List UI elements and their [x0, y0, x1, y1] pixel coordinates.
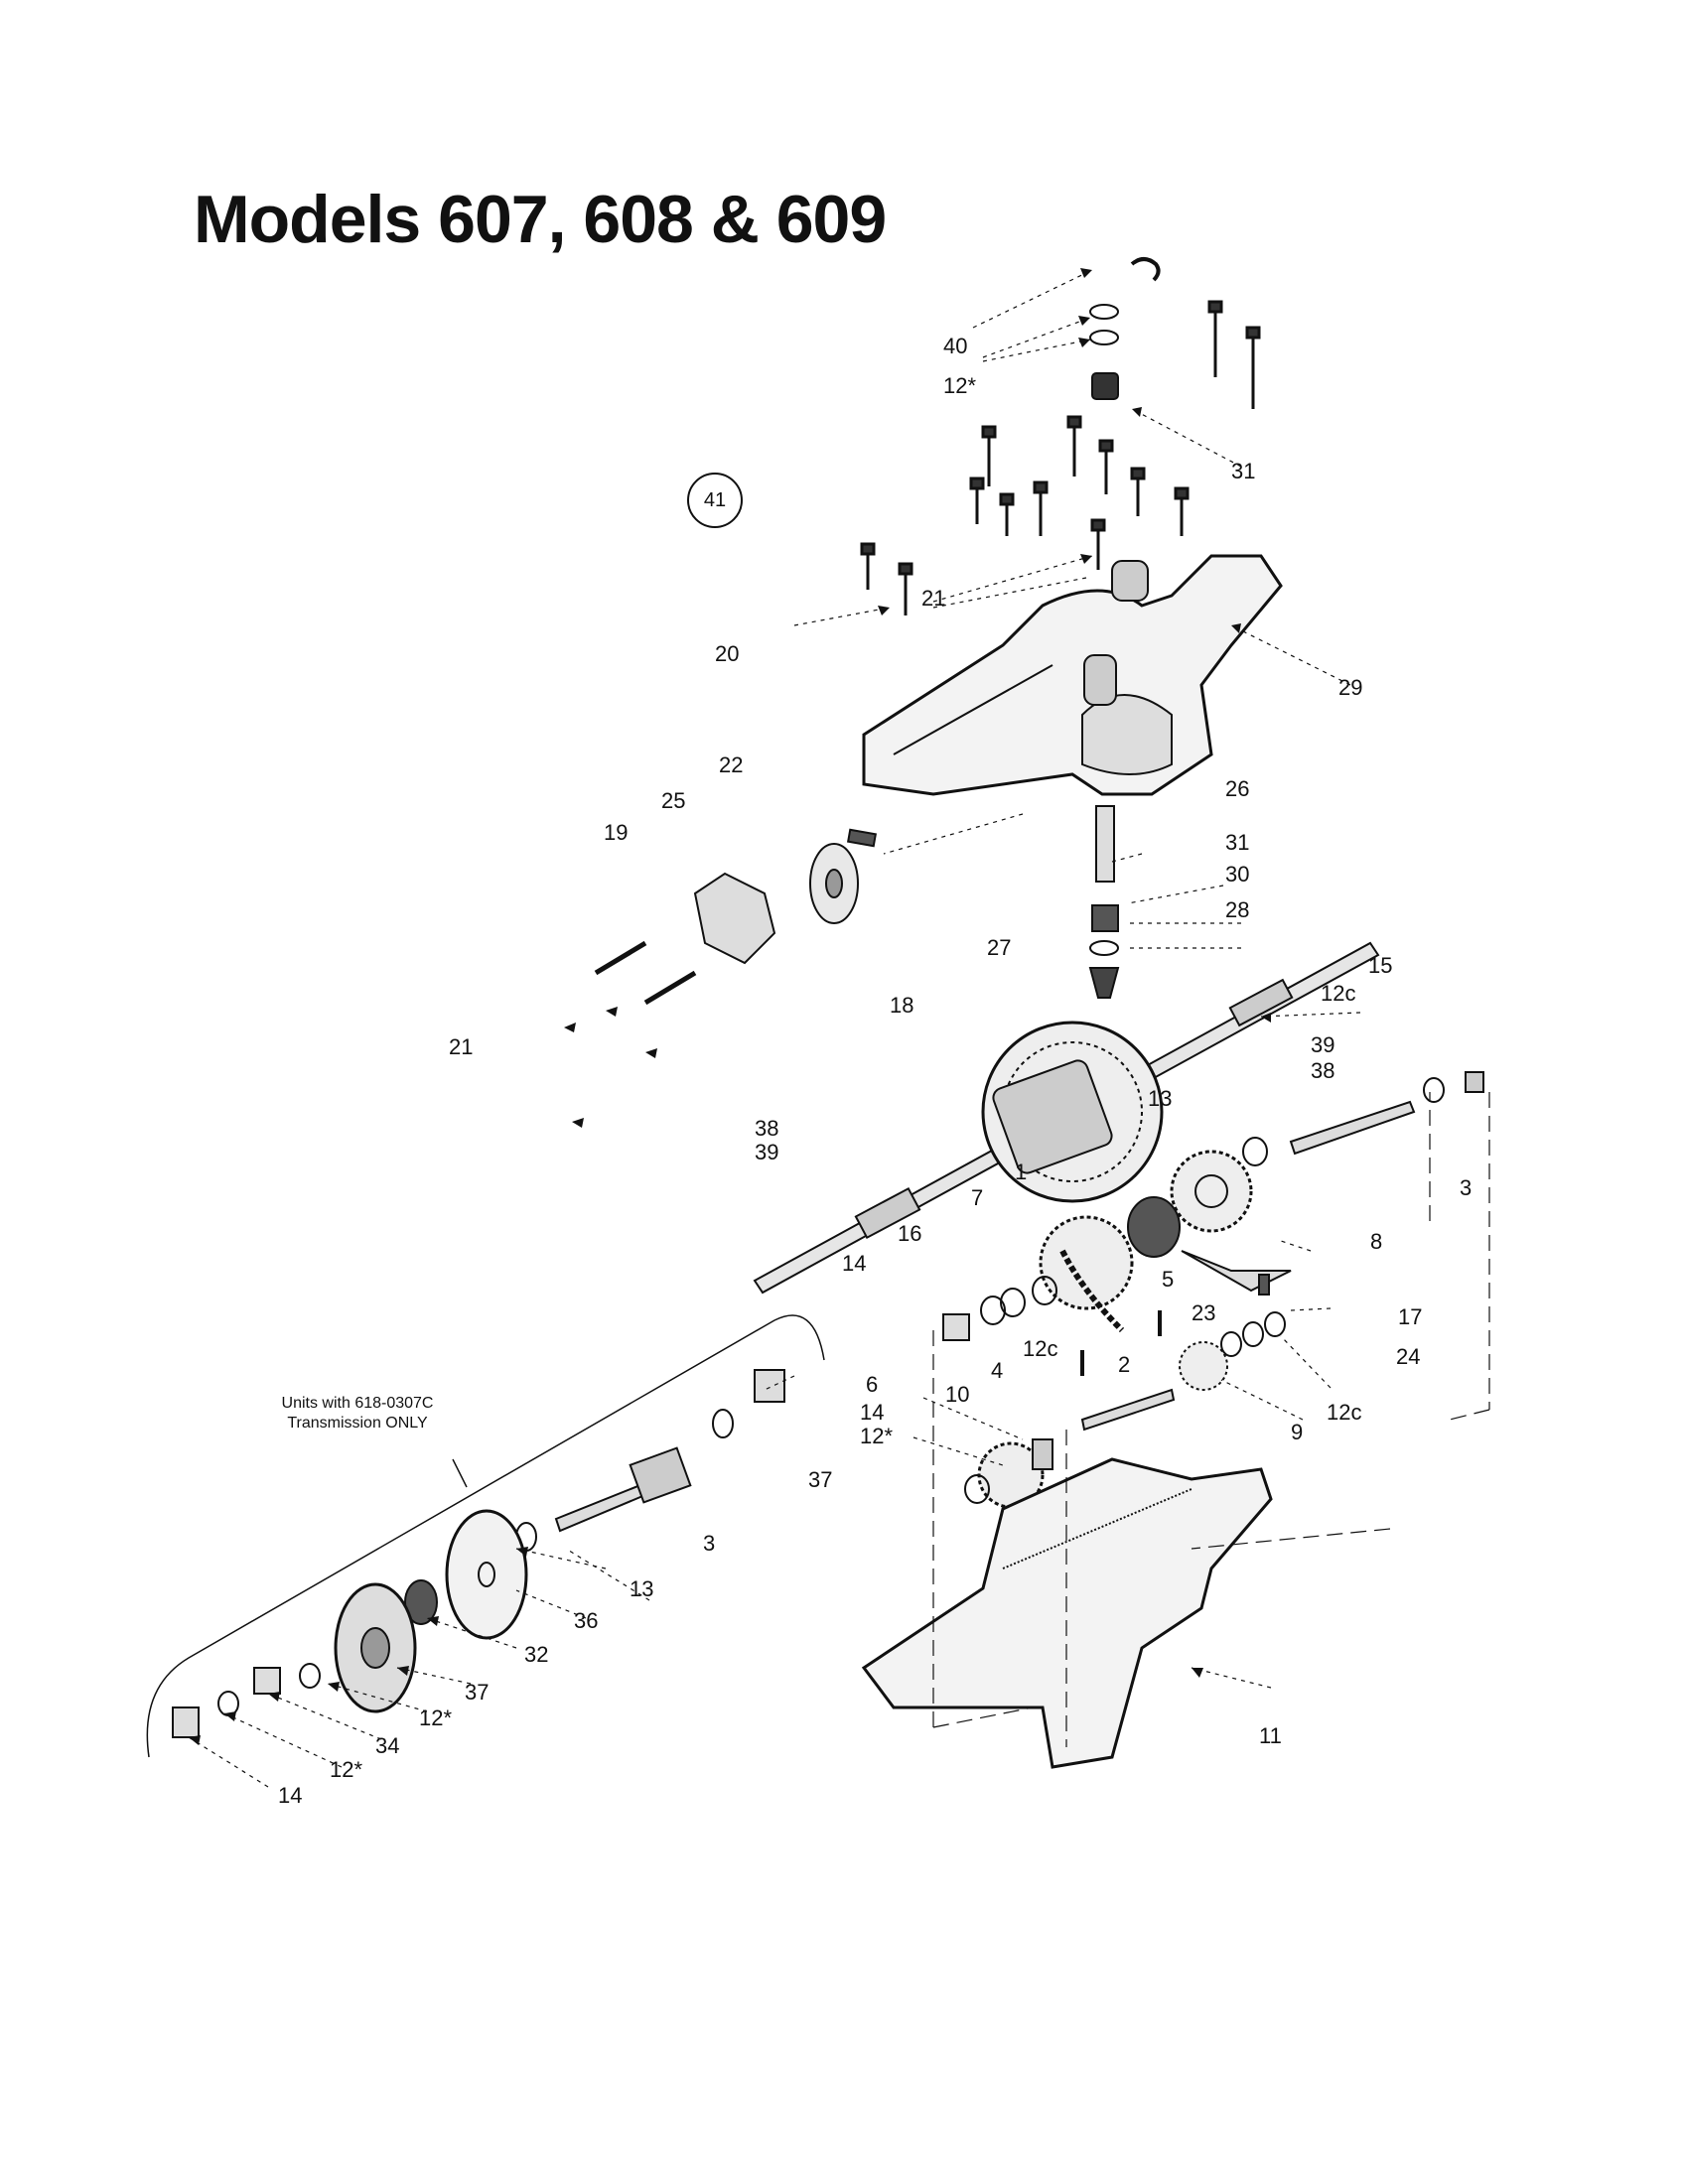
washer-part: [1089, 304, 1119, 320]
part-label: 17: [1398, 1304, 1423, 1329]
part-label: 23: [1192, 1300, 1216, 1325]
part-label: 3: [703, 1531, 716, 1556]
bearing-part: [1091, 372, 1119, 400]
pinion-gear-part: [1088, 967, 1120, 999]
part-label: 36: [574, 1608, 599, 1633]
part-label: 38: [755, 1116, 779, 1141]
bushing-part: [754, 1369, 785, 1403]
key-part: [846, 828, 878, 848]
part-label: 39: [1311, 1032, 1335, 1057]
part-label: 12c: [1321, 981, 1356, 1006]
part-label: 5: [1162, 1267, 1175, 1292]
input-shaft-part: [1289, 1100, 1416, 1156]
shaft-part: [1095, 805, 1115, 883]
part-label: 6: [866, 1372, 879, 1397]
part-label: 2: [1118, 1352, 1131, 1377]
washer-part: [1423, 1077, 1445, 1103]
part-label: 37: [808, 1467, 833, 1492]
gear-part: [1179, 1341, 1228, 1391]
arrowheads: [189, 268, 1271, 1745]
part-label: 30: [1225, 862, 1250, 887]
washer-part: [1242, 1137, 1268, 1166]
part-label: 22: [719, 752, 744, 777]
part-label: 39: [755, 1140, 779, 1164]
part-label: 12c: [1023, 1336, 1058, 1361]
washer-part: [712, 1409, 734, 1438]
leader-lines: [188, 269, 1490, 1788]
part-label: 40: [943, 334, 968, 358]
note-line-2: Transmission ONLY: [287, 1415, 428, 1432]
part-label: 27: [987, 935, 1012, 960]
part-label: 12c: [1327, 1400, 1362, 1425]
part-label: 13: [1148, 1086, 1173, 1111]
part-label: 28: [1225, 897, 1250, 922]
part-label: 21: [449, 1034, 474, 1059]
part-label: 37: [465, 1680, 490, 1705]
hub-part: [404, 1579, 438, 1625]
part-label: 8: [1370, 1229, 1383, 1254]
part-label: 14: [842, 1251, 867, 1276]
part-label: 12*: [419, 1706, 453, 1730]
part-label: 19: [604, 820, 629, 845]
transmission-note: Units with 618-0307C Transmission ONLY: [258, 1394, 457, 1433]
bushing-part: [942, 1313, 970, 1341]
shift-arm-part: [1181, 1250, 1292, 1293]
shift-fork-part: [693, 872, 776, 965]
part-label: 4: [991, 1358, 1004, 1383]
part-label: 10: [945, 1382, 970, 1407]
part-label: 21: [921, 586, 946, 611]
collar-part: [1127, 1196, 1181, 1258]
lower-housing-part: [861, 1457, 1273, 1769]
note-line-1: Units with 618-0307C: [281, 1395, 434, 1412]
part-label: 12*: [943, 373, 977, 398]
reference-circle-label: 41: [687, 473, 743, 528]
part-label: 3: [1460, 1175, 1473, 1200]
bushing-part: [172, 1706, 200, 1738]
part-label: 38: [1311, 1058, 1335, 1083]
part-label: 12*: [330, 1757, 363, 1782]
part-label: 14: [860, 1400, 885, 1425]
part-label: 14: [278, 1783, 303, 1808]
part-label: 20: [715, 641, 740, 666]
part-label: 13: [630, 1576, 654, 1601]
part-label: 11: [1259, 1723, 1282, 1748]
part-label: 12*: [860, 1424, 894, 1448]
bolt-part: [860, 300, 1261, 615]
part-label: 29: [1338, 675, 1363, 700]
sprocket-part: [1039, 1215, 1134, 1310]
page-title: Models 607, 608 & 609: [194, 182, 887, 257]
part-label: 18: [890, 993, 914, 1018]
part-label: 32: [524, 1642, 549, 1667]
spur-gear-part: [1170, 1150, 1253, 1233]
part-label: 1: [1015, 1160, 1028, 1184]
part-label: 15: [1368, 953, 1393, 978]
bushing-part: [253, 1667, 281, 1695]
bearing-part: [1091, 904, 1119, 932]
washer-part: [1089, 330, 1119, 345]
shaft-part: [1080, 1388, 1176, 1432]
group-bracket: [146, 1314, 825, 1758]
chain-part: [1059, 1249, 1125, 1333]
part-label: 24: [1396, 1344, 1421, 1369]
part-label: 7: [971, 1185, 984, 1210]
part-label: 34: [375, 1733, 400, 1758]
part-label: 9: [1291, 1420, 1304, 1444]
bushing-part: [1465, 1071, 1484, 1093]
e-clip-part: [1130, 257, 1161, 282]
part-label: 31: [1231, 459, 1256, 483]
upper-housing-part: [862, 554, 1283, 796]
washer-part: [1089, 940, 1119, 956]
part-label: 31: [1225, 830, 1250, 855]
part-label: 16: [898, 1221, 922, 1246]
part-label: 26: [1225, 776, 1250, 801]
part-label: 25: [661, 788, 686, 813]
pulley-part: [445, 1509, 528, 1640]
